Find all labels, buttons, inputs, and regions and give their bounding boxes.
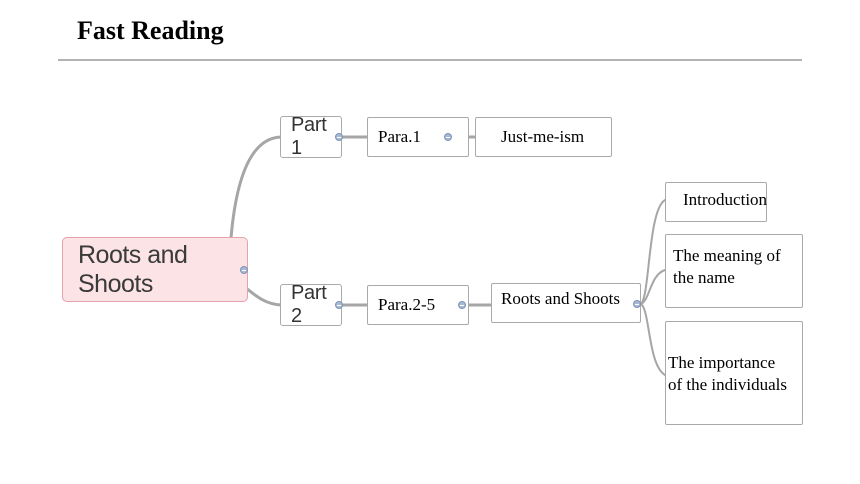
- collapse-para-2-5-icon[interactable]: [458, 301, 466, 309]
- part-1-label: Part 1: [291, 114, 327, 159]
- collapse-summary-icon[interactable]: [633, 300, 641, 308]
- importance-line-2: of the individuals: [668, 375, 787, 394]
- title-divider: [58, 59, 802, 61]
- meaning-line-2: the name: [673, 268, 735, 287]
- importance-line-1: The importance: [668, 353, 776, 372]
- para-1-label: Para.1: [378, 127, 421, 146]
- collapse-root-icon[interactable]: [240, 266, 248, 274]
- part-2-node[interactable]: Part 2: [280, 282, 342, 327]
- meaning-of-name-node[interactable]: The meaning of the name: [665, 234, 803, 308]
- introduction-node[interactable]: Introduction: [665, 182, 767, 222]
- collapse-part-2-icon[interactable]: [335, 301, 343, 309]
- page-title: Fast Reading: [77, 16, 224, 45]
- importance-of-individuals-node[interactable]: The importance of the individuals: [665, 321, 803, 425]
- para-2-5-label: Para.2-5: [378, 295, 436, 314]
- connector-root-part2: [244, 286, 283, 307]
- collapse-para-1-icon[interactable]: [444, 133, 452, 141]
- root-node-label: Roots and Shoots: [78, 240, 188, 298]
- roots-and-shoots-summary-node[interactable]: Roots and Shoots: [491, 283, 641, 323]
- connector-root-part1: [229, 135, 283, 240]
- connector-summary-meaning: [640, 269, 666, 305]
- para-2-5-node[interactable]: Para.2-5: [367, 285, 469, 325]
- collapse-part-1-icon[interactable]: [335, 133, 343, 141]
- part-2-label: Part 2: [291, 282, 327, 327]
- just-me-ism-node[interactable]: Just-me-ism: [475, 117, 612, 157]
- meaning-line-1: The meaning of: [673, 246, 781, 265]
- introduction-label: Introduction: [683, 190, 768, 209]
- just-me-ism-label: Just-me-ism: [501, 127, 585, 146]
- part-1-node[interactable]: Part 1: [280, 114, 342, 159]
- connector-summary-intro: [640, 199, 666, 305]
- root-node[interactable]: Roots and Shoots: [62, 237, 248, 302]
- connector-summary-importance: [640, 303, 666, 376]
- roots-and-shoots-summary-label: Roots and Shoots: [501, 289, 621, 308]
- para-1-node[interactable]: Para.1: [367, 117, 469, 157]
